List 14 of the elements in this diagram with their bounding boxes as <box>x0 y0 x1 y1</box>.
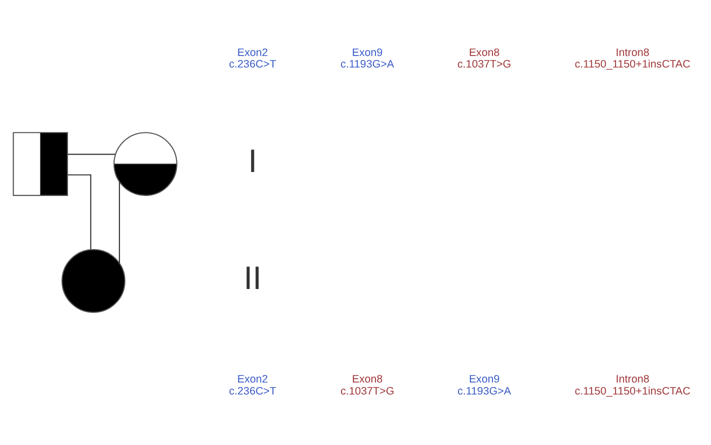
node-circle <box>61 249 125 313</box>
connector <box>67 154 115 155</box>
label: II <box>243 260 262 296</box>
label: Intron8 c.1150_1150+1insCTAC <box>574 46 690 71</box>
label: Exon2 c.236C>T <box>228 46 276 71</box>
label: Exon8 c.1037T>G <box>456 46 511 71</box>
label: Exon8 c.1037T>G <box>340 374 394 398</box>
label: Exon9 c.1193G>A <box>456 374 511 398</box>
label: Exon2 c.236C>T <box>228 374 276 398</box>
connector <box>67 174 91 250</box>
label: Intron8 c.1150_1150+1insCTAC <box>574 374 690 398</box>
connector <box>118 182 120 264</box>
label: I <box>248 143 257 180</box>
label: Exon9 c.1193G>A <box>340 46 394 71</box>
